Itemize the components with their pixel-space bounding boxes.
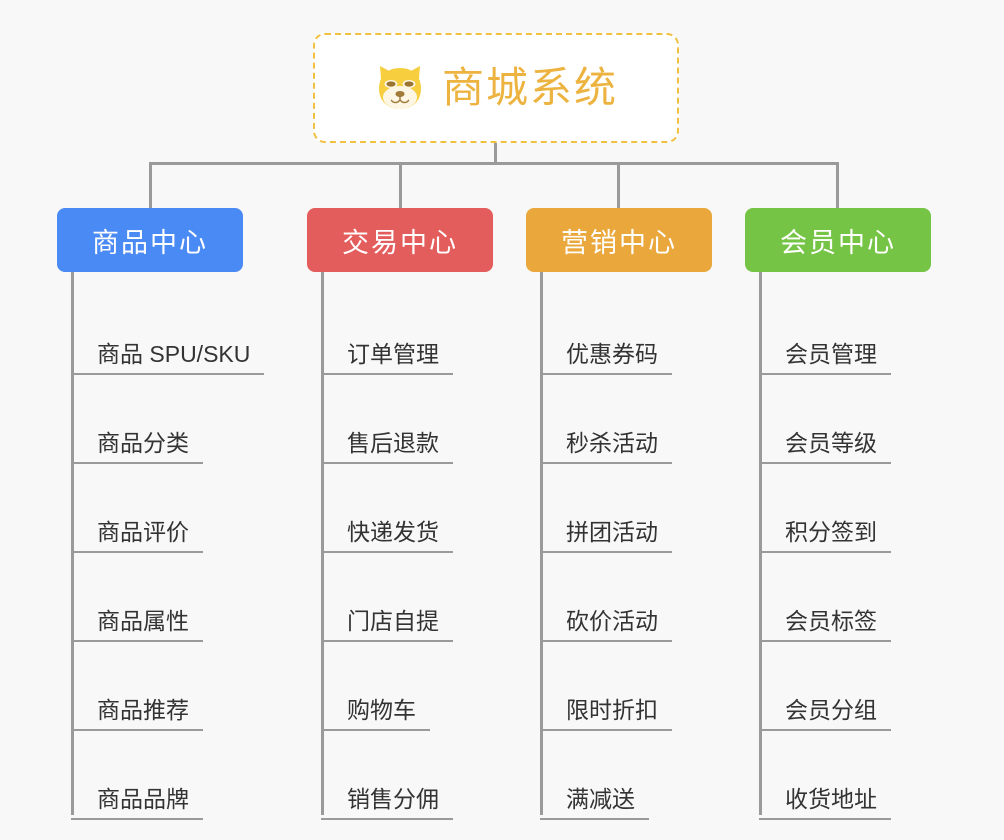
connector-horizontal-bus [149,162,839,165]
leaf-list-member: 会员管理 会员等级 积分签到 会员标签 会员分组 收货地址 [745,272,945,820]
leaf-label: 秒杀活动 [540,430,672,464]
list-item[interactable]: 商品推荐 [71,642,287,731]
leaf-label: 商品分类 [71,430,203,464]
list-item[interactable]: 门店自提 [321,553,507,642]
connector-root-stem [494,143,497,164]
root-title: 商城系统 [441,64,618,111]
leaf-label: 售后退款 [321,430,453,464]
leaf-label: 会员等级 [759,430,891,464]
leaf-label: 限时折扣 [540,697,672,731]
list-item[interactable]: 快递发货 [321,464,507,553]
connector-drop-1 [149,162,152,209]
list-item[interactable]: 商品评价 [71,464,287,553]
leaf-spine [71,272,74,815]
category-box-marketing[interactable]: 营销中心 [526,208,712,272]
list-item[interactable]: 优惠券码 [540,286,726,375]
leaf-label: 会员分组 [759,697,891,731]
leaf-list-trade: 订单管理 售后退款 快递发货 门店自提 购物车 销售分佣 [307,272,507,820]
root-node[interactable]: 商城系统 [313,33,679,143]
list-item[interactable]: 积分签到 [759,464,945,553]
leaf-list-marketing: 优惠券码 秒杀活动 拼团活动 砍价活动 限时折扣 满减送 [526,272,726,820]
list-item[interactable]: 收货地址 [759,731,945,820]
list-item[interactable]: 会员等级 [759,375,945,464]
branch-column-marketing: 营销中心 优惠券码 秒杀活动 拼团活动 砍价活动 限时折扣 满减送 [526,208,726,820]
list-item[interactable]: 秒杀活动 [540,375,726,464]
leaf-label: 门店自提 [321,608,453,642]
category-box-product[interactable]: 商品中心 [57,208,243,272]
list-item[interactable]: 商品 SPU/SKU [71,286,287,375]
list-item[interactable]: 会员标签 [759,553,945,642]
leaf-label: 收货地址 [759,786,891,820]
leaf-spine [321,272,324,815]
leaf-label: 满减送 [540,786,649,820]
category-box-member[interactable]: 会员中心 [745,208,931,272]
leaf-label: 销售分佣 [321,786,453,820]
leaf-label: 购物车 [321,697,430,731]
branch-column-member: 会员中心 会员管理 会员等级 积分签到 会员标签 会员分组 收货地址 [745,208,945,820]
leaf-label: 商品品牌 [71,786,203,820]
leaf-label: 优惠券码 [540,341,672,375]
category-label: 商品中心 [92,227,208,258]
list-item[interactable]: 限时折扣 [540,642,726,731]
shiba-dog-icon [374,62,426,114]
list-item[interactable]: 拼团活动 [540,464,726,553]
connector-drop-3 [617,162,620,209]
leaf-label: 商品评价 [71,519,203,553]
leaf-label: 订单管理 [321,341,453,375]
list-item[interactable]: 会员分组 [759,642,945,731]
list-item[interactable]: 会员管理 [759,286,945,375]
leaf-label: 会员标签 [759,608,891,642]
leaf-label: 商品 SPU/SKU [71,341,265,375]
category-label: 营销中心 [561,227,677,258]
leaf-list-product: 商品 SPU/SKU 商品分类 商品评价 商品属性 商品推荐 商品品牌 [57,272,287,820]
leaf-label: 商品属性 [71,608,203,642]
category-label: 会员中心 [780,227,896,258]
leaf-label: 会员管理 [759,341,891,375]
list-item[interactable]: 商品分类 [71,375,287,464]
list-item[interactable]: 砍价活动 [540,553,726,642]
list-item[interactable]: 销售分佣 [321,731,507,820]
branch-column-product: 商品中心 商品 SPU/SKU 商品分类 商品评价 商品属性 商品推荐 商品品牌 [57,208,287,820]
connector-drop-4 [836,162,839,209]
leaf-label: 拼团活动 [540,519,672,553]
connector-drop-2 [399,162,402,209]
category-box-trade[interactable]: 交易中心 [307,208,493,272]
list-item[interactable]: 商品属性 [71,553,287,642]
list-item[interactable]: 商品品牌 [71,731,287,820]
list-item[interactable]: 售后退款 [321,375,507,464]
leaf-spine [540,272,543,815]
leaf-label: 商品推荐 [71,697,203,731]
leaf-spine [759,272,762,815]
list-item[interactable]: 订单管理 [321,286,507,375]
category-label: 交易中心 [342,227,458,258]
leaf-label: 快递发货 [321,519,453,553]
leaf-label: 砍价活动 [540,608,672,642]
branch-column-trade: 交易中心 订单管理 售后退款 快递发货 门店自提 购物车 销售分佣 [307,208,507,820]
leaf-label: 积分签到 [759,519,891,553]
list-item[interactable]: 购物车 [321,642,507,731]
list-item[interactable]: 满减送 [540,731,726,820]
